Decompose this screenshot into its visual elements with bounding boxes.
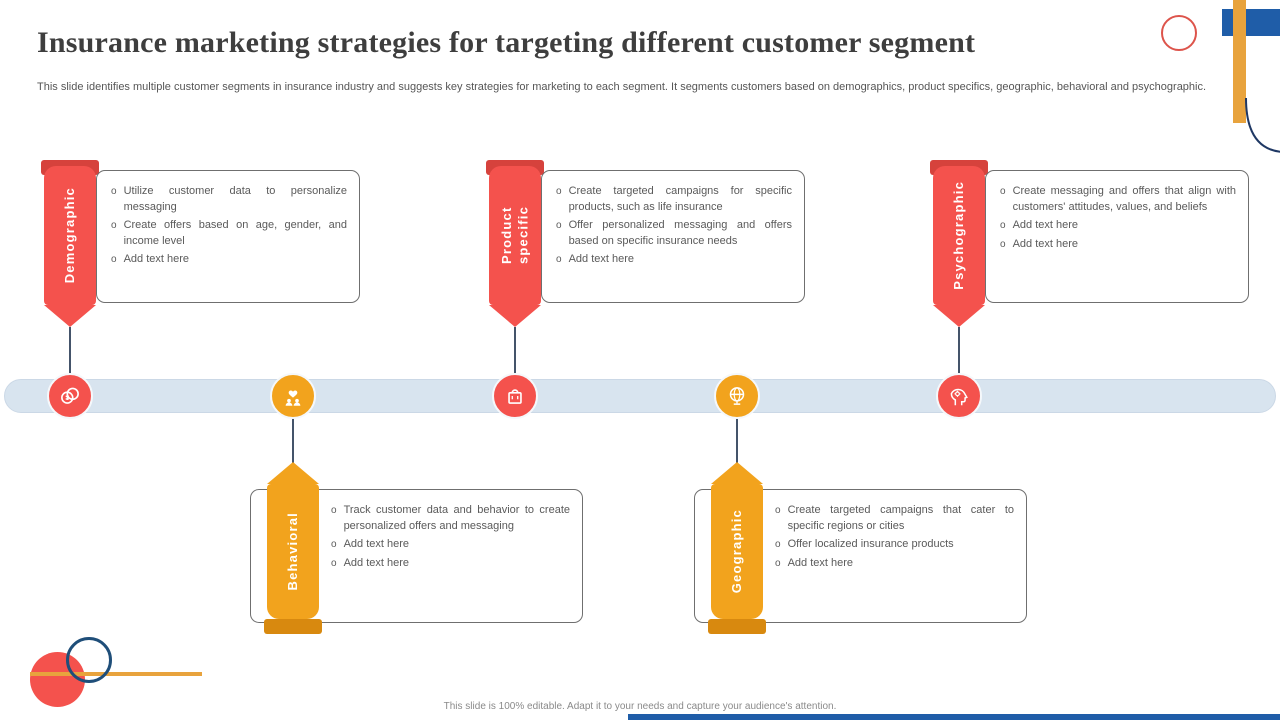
segment-tab-psychographic: Psychographic [933, 166, 985, 305]
timeline-node-product-specific [492, 373, 538, 419]
decor-blue-rectangle [1222, 9, 1280, 36]
segment-tab-geographic: Geographic [711, 484, 763, 619]
timeline-band [4, 379, 1276, 413]
segment-tab-point-product-specific [489, 305, 541, 327]
segment-tab-demographic: Demographic [44, 166, 96, 305]
bullet-item: Create targeted campaigns that cater to … [775, 503, 1014, 534]
connector-geographic [736, 415, 738, 463]
segment-tab-product-specific: Product specific [489, 166, 541, 305]
bullet-item: Track customer data and behavior to crea… [331, 503, 570, 534]
segment-tab-point-geographic [711, 462, 763, 484]
bullet-item: Utilize customer data to personalize mes… [111, 184, 347, 215]
bullet-item[interactable]: Add text here [111, 252, 347, 268]
decor-red-ring [1161, 15, 1197, 51]
connector-demographic [69, 327, 71, 382]
decor-bottom-blue-strip [628, 714, 1280, 720]
connector-behavioral [292, 415, 294, 463]
segment-tab-point-demographic [44, 305, 96, 327]
bullet-item[interactable]: Add text here [331, 556, 570, 572]
bullet-item[interactable]: Add text here [1000, 218, 1236, 234]
decor-curve-line [1245, 98, 1280, 153]
coins-icon [61, 387, 79, 404]
slide-description: This slide identifies multiple customer … [37, 81, 1207, 93]
segment-tab-shadow-behavioral [264, 619, 322, 634]
timeline-node-geographic [714, 373, 760, 419]
segment-label-demographic: Demographic [61, 187, 77, 284]
head-gear-icon [950, 388, 968, 406]
bullet-item: Offer personalized messaging and offers … [556, 218, 792, 249]
decor-mustard-bar [1233, 0, 1246, 123]
people-heart-icon [285, 390, 301, 406]
decor-orange-line [30, 672, 202, 676]
product-icon [508, 389, 522, 404]
segment-tab-point-psychographic [933, 305, 985, 327]
bullet-item: Create targeted campaigns for specific p… [556, 184, 792, 215]
segment-box-product-specific: Create targeted campaigns for specific p… [541, 170, 805, 303]
globe-icon [729, 387, 745, 405]
segment-label-product-specific: Product specific [498, 206, 530, 265]
page-title: Insurance marketing strategies for targe… [37, 26, 976, 59]
segment-tab-point-behavioral [267, 462, 319, 484]
connector-product-specific [514, 327, 516, 382]
footer-note: This slide is 100% editable. Adapt it to… [443, 701, 837, 712]
segment-tab-shadow-geographic [708, 619, 766, 634]
segment-tab-behavioral: Behavioral [267, 484, 319, 619]
bullet-item[interactable]: Add text here [1000, 237, 1236, 253]
bullet-item: Create messaging and offers that align w… [1000, 184, 1236, 215]
segment-label-psychographic: Psychographic [950, 181, 966, 290]
connector-psychographic [958, 327, 960, 382]
timeline-node-psychographic [936, 373, 982, 419]
decor-blue-ring [66, 637, 112, 683]
segment-label-geographic: Geographic [728, 509, 744, 594]
bullet-item: Create offers based on age, gender, and … [111, 218, 347, 249]
segment-label-behavioral: Behavioral [284, 512, 300, 591]
bullet-item[interactable]: Add text here [331, 537, 570, 553]
timeline-node-demographic [47, 373, 93, 419]
segment-box-psychographic: Create messaging and offers that align w… [985, 170, 1249, 303]
bullet-item[interactable]: Add text here [556, 252, 792, 268]
timeline-node-behavioral [270, 373, 316, 419]
bullet-item: Offer localized insurance products [775, 537, 1014, 553]
bullet-item[interactable]: Add text here [775, 556, 1014, 572]
segment-box-demographic: Utilize customer data to personalize mes… [96, 170, 360, 303]
